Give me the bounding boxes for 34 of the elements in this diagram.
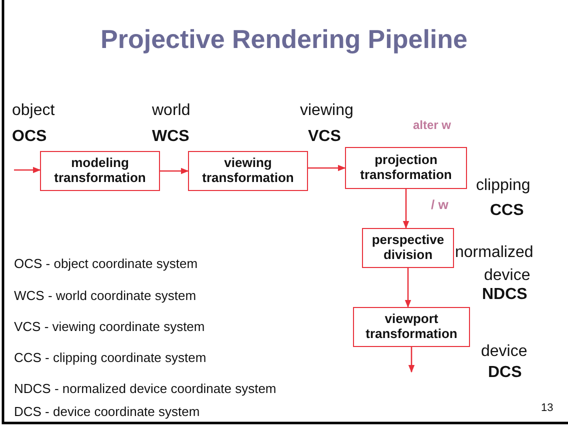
- arrow: [408, 347, 415, 373]
- space-name: world: [152, 102, 190, 120]
- legend-text: DCS - device coordinate system: [14, 404, 200, 419]
- legend-text: OCS - object coordinate system: [14, 256, 198, 271]
- process-box: perspective division: [362, 228, 454, 268]
- space-name: normalized: [455, 244, 534, 262]
- space-abbreviation: NDCS: [482, 286, 528, 304]
- arrow: [14, 166, 41, 174]
- process-box: viewing transformation: [188, 151, 308, 191]
- space-abbreviation: CCS: [490, 202, 524, 220]
- space-abbreviation: VCS: [308, 128, 341, 146]
- space-name: object: [12, 102, 55, 120]
- space-name: device: [481, 343, 528, 361]
- space-abbreviation: WCS: [152, 128, 190, 146]
- stage-note: alter w: [413, 118, 452, 132]
- process-box: modeling transformation: [40, 151, 160, 191]
- space-name: device: [484, 267, 530, 285]
- legend-text: CCS - clipping coordinate system: [14, 350, 206, 365]
- legend-text: WCS - world coordinate system: [14, 288, 196, 303]
- arrow: [160, 168, 189, 174]
- process-box: viewport transformation: [353, 307, 470, 347]
- space-name: clipping: [476, 177, 530, 195]
- space-name: viewing: [300, 102, 354, 120]
- arrow: [402, 189, 410, 229]
- edge-label: / w: [431, 196, 448, 212]
- slide-title: Projective Rendering Pipeline: [100, 24, 468, 55]
- legend-text: NDCS - normalized device coordinate system: [14, 381, 276, 396]
- legend-text: VCS - viewing coordinate system: [14, 319, 205, 334]
- space-abbreviation: DCS: [488, 364, 522, 382]
- page-number: 13: [541, 402, 554, 414]
- process-box: projection transformation: [345, 147, 467, 189]
- arrow: [404, 268, 412, 308]
- space-abbreviation: OCS: [12, 128, 47, 146]
- arrow: [308, 164, 346, 172]
